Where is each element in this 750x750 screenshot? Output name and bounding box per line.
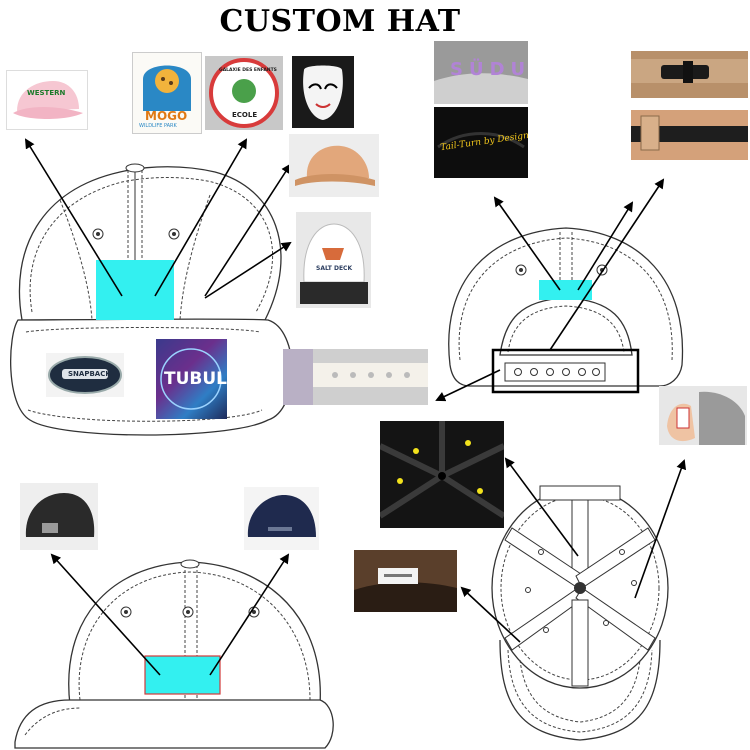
page-title: CUSTOM HAT — [219, 4, 461, 39]
side-cap-drawing — [14, 559, 334, 749]
photo-label-tag — [354, 550, 457, 612]
photo-mesh-cap-side — [20, 483, 98, 550]
western-label: WESTERN — [27, 89, 66, 97]
patch-tubul: TUBUL — [156, 339, 227, 419]
side-logo-area — [144, 655, 221, 695]
patch-galaxie: GALAXIE DES ENFANTS ECOLE — [205, 56, 283, 130]
patch-mask — [292, 56, 354, 128]
tubul-label: TUBUL — [164, 369, 227, 389]
buckle-icon — [631, 59, 748, 83]
back-cap-drawing — [448, 227, 684, 394]
photo-inside-black — [380, 421, 504, 528]
photo-mesh-back: SÜDU — [434, 41, 528, 104]
salt-deck-label: SALT DECK — [316, 265, 353, 272]
photo-snap-strap — [283, 349, 428, 405]
giraffe-icon — [143, 65, 191, 111]
snap-strap-icon — [283, 349, 428, 405]
hand-tag-icon — [667, 391, 745, 445]
snapback-label: SNAPBACK — [68, 370, 111, 378]
back-logo-area — [539, 280, 592, 300]
patch-snapback: SNAPBACK — [46, 353, 124, 397]
holographic-circle-icon — [160, 348, 222, 410]
curved-stitch-icon — [437, 132, 525, 149]
photo-navy-cap — [244, 487, 319, 550]
photo-hand-tag — [659, 386, 747, 445]
ecole-label: ECOLE — [232, 111, 258, 119]
oval-patch-icon — [48, 356, 122, 394]
photo-buckle-bottom — [631, 110, 748, 160]
tan-cap-icon — [295, 145, 375, 186]
round-badge-icon — [209, 58, 279, 128]
mask-face-icon — [303, 65, 343, 120]
photo-pink-cap: WESTERN — [6, 70, 88, 130]
galaxie-label: GALAXIE DES ENFANTS — [219, 68, 277, 73]
photo-black-embroidery: Tail-Turn by Design — [434, 107, 528, 178]
inside-cap-drawing — [491, 485, 669, 741]
pink-cap-icon — [13, 81, 83, 119]
photo-tan-cap — [289, 134, 379, 197]
strap-clip-icon — [631, 115, 748, 151]
mogo-label: MOGO — [145, 109, 188, 123]
woven-label-icon — [354, 568, 457, 612]
trucker-cap-icon — [300, 223, 368, 304]
patch-mogo: MOGO WILDLIFE PARK — [132, 52, 202, 134]
mogo-sub-label: WILDLIFE PARK — [139, 123, 177, 129]
front-logo-area — [96, 260, 174, 320]
mesh-cap-side-icon — [25, 493, 95, 537]
photo-trucker-cap: SALT DECK — [296, 212, 371, 308]
sudu-label: SÜDU — [450, 59, 528, 80]
inside-panels-icon — [380, 421, 504, 519]
photo-buckle-top — [631, 51, 748, 98]
mesh-pattern-icon — [434, 41, 528, 104]
navy-cap-icon — [247, 495, 316, 537]
